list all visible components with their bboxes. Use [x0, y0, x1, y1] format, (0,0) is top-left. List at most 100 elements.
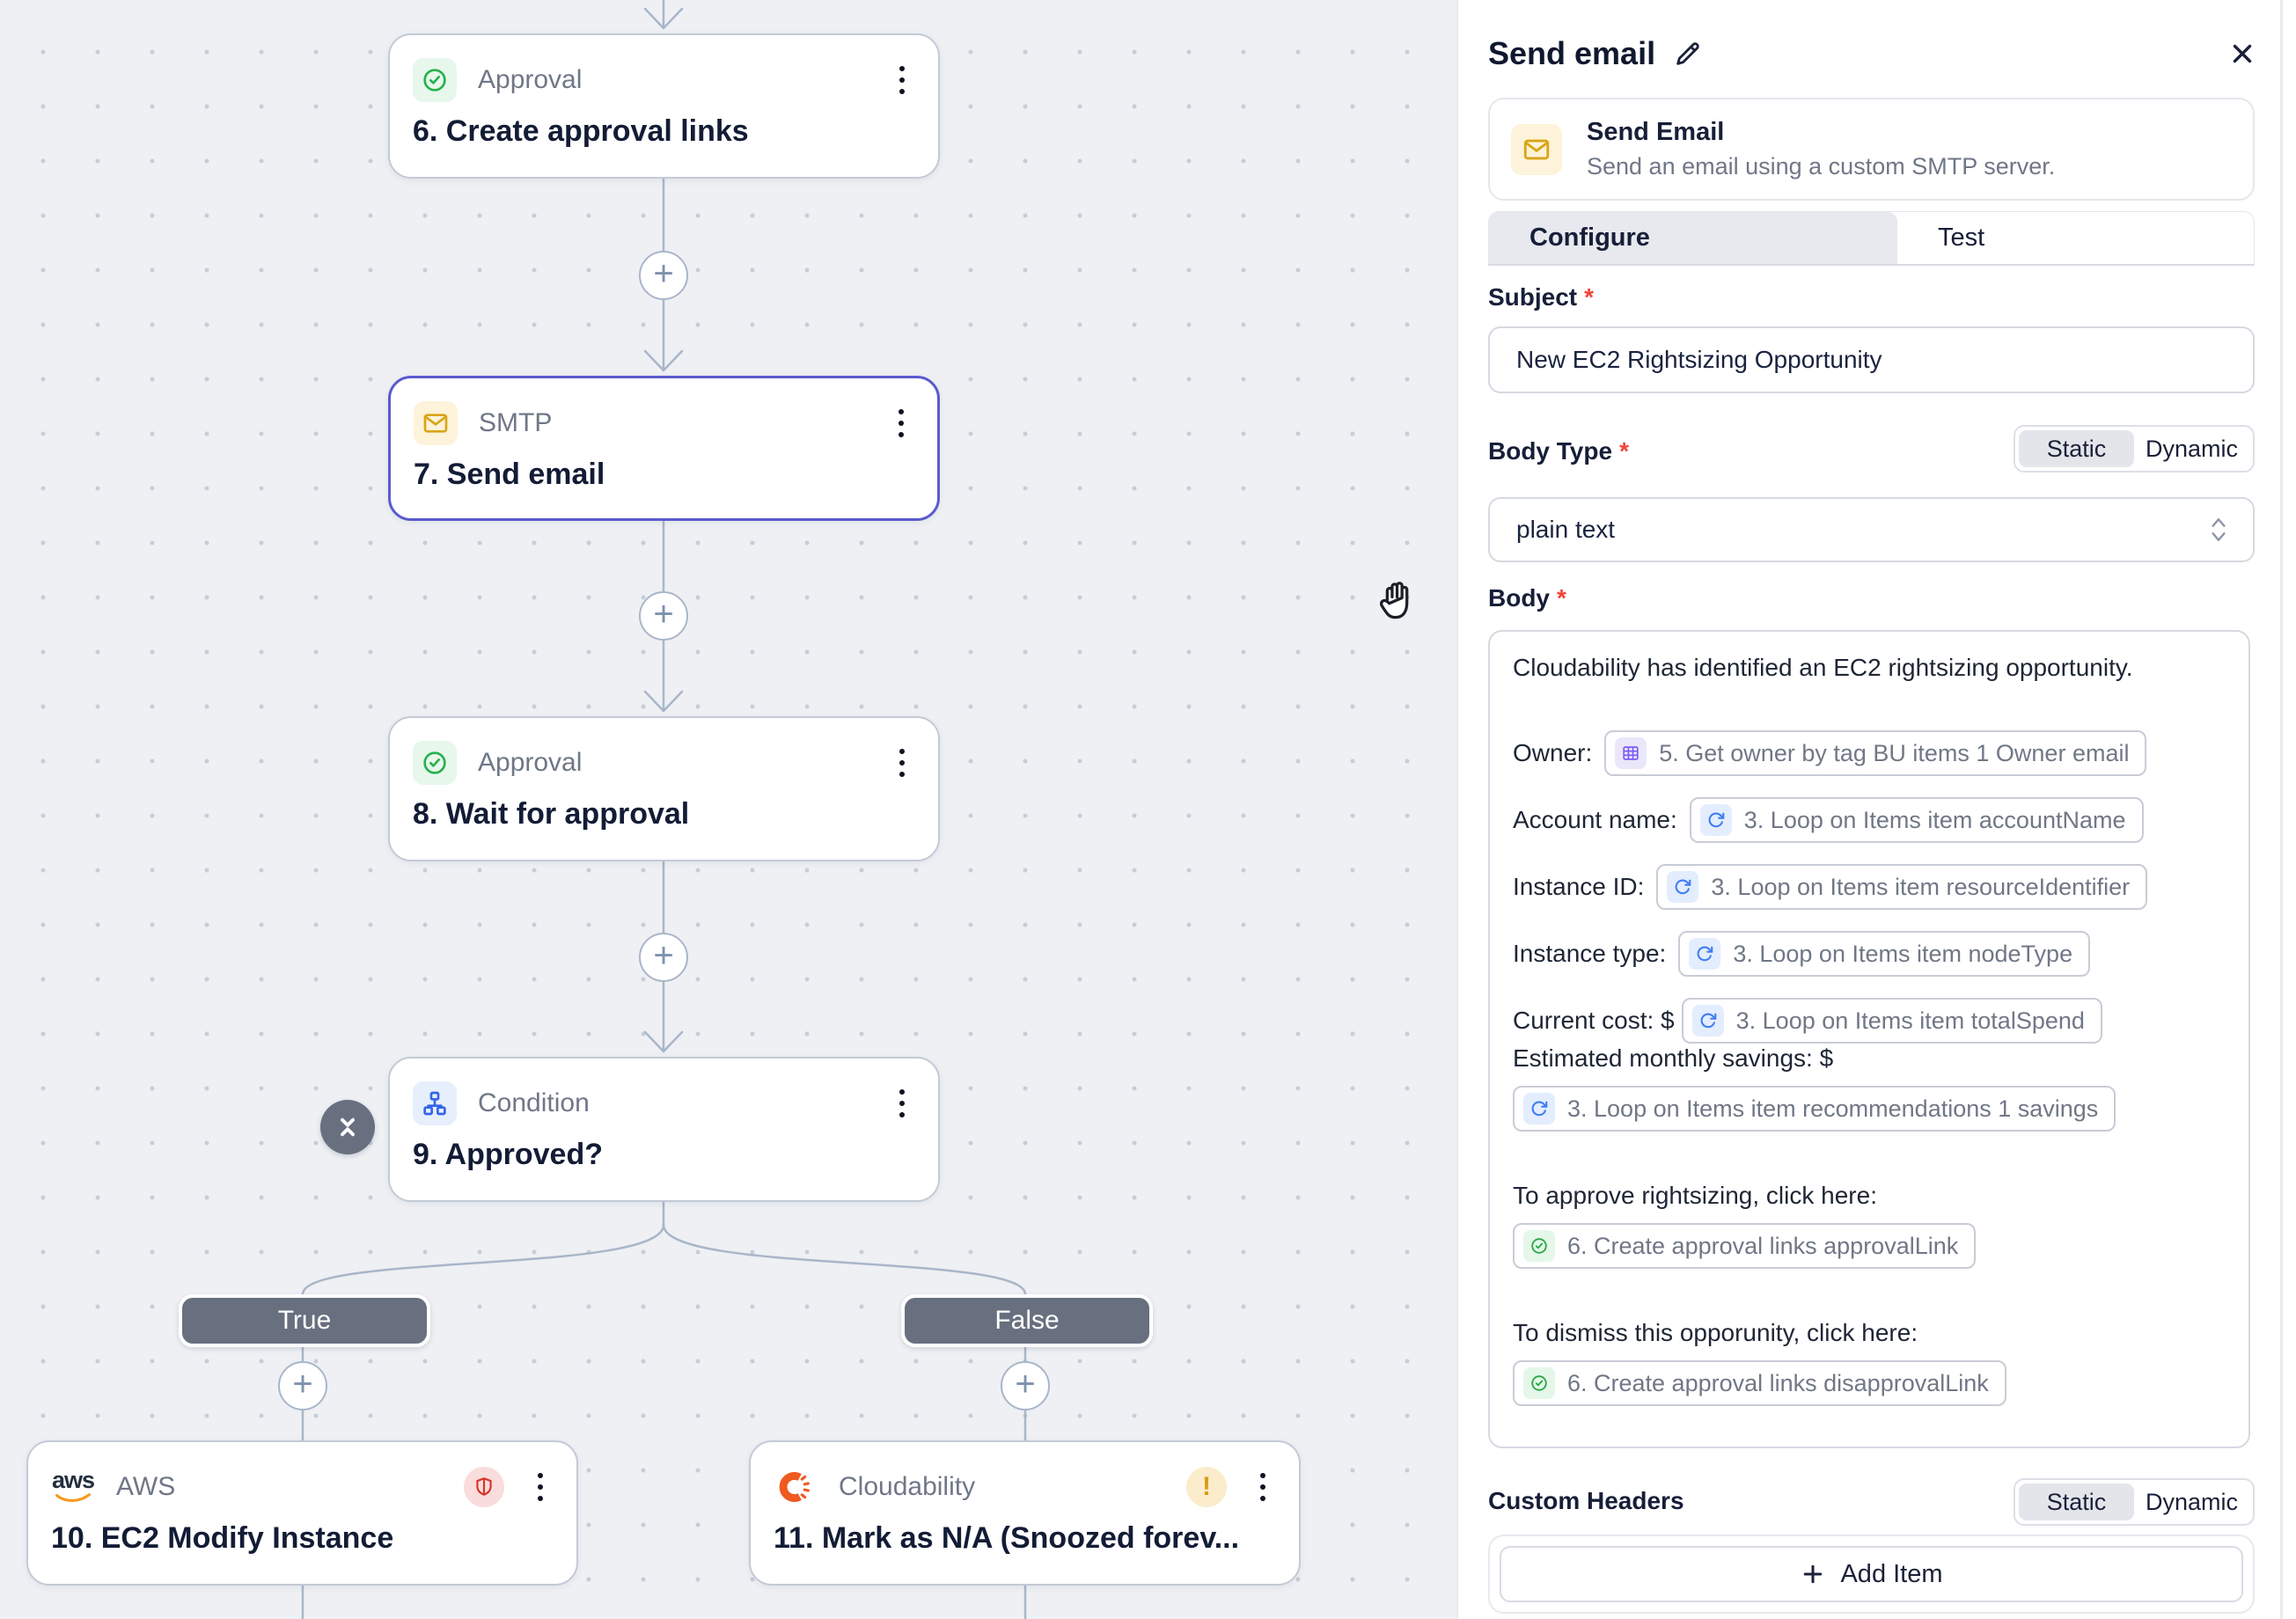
node-ec2-modify-instance[interactable]: aws AWS 10. EC2 Modify Instance: [26, 1440, 578, 1586]
body-field-row: Account name: 3. Loop on Items item acco…: [1513, 797, 2227, 843]
variable-chip[interactable]: 3. Loop on Items item nodeType: [1678, 931, 2091, 977]
loop-icon: [1523, 1093, 1555, 1125]
aws-logo: aws: [51, 1465, 95, 1509]
custom-headers-toggle: Static Dynamic: [2014, 1478, 2255, 1526]
kebab-menu-icon[interactable]: [527, 1468, 554, 1506]
workflow-canvas[interactable]: Approval 6. Create approval links SMTP 7…: [0, 0, 1456, 1619]
subject-value: New EC2 Rightsizing Opportunity: [1516, 346, 1882, 373]
add-step-button[interactable]: [1001, 1361, 1050, 1410]
subject-label: Subject*: [1488, 283, 1595, 311]
branch-true-label: True: [277, 1306, 332, 1335]
panel-scrollbar[interactable]: [2280, 0, 2283, 1619]
kebab-menu-icon[interactable]: [1250, 1468, 1276, 1506]
integration-card: Send Email Send an email using a custom …: [1488, 98, 2255, 201]
condition-icon: [413, 1081, 457, 1125]
variable-chip[interactable]: 3. Loop on Items item resourceIdentifier: [1656, 864, 2148, 910]
approval-check-icon: [413, 741, 457, 785]
collapse-branch-button[interactable]: [320, 1100, 375, 1154]
variable-chip[interactable]: 6. Create approval links approvalLink: [1513, 1223, 1977, 1269]
add-item-button[interactable]: Add Item: [1500, 1546, 2243, 1602]
close-icon[interactable]: [2227, 39, 2257, 69]
panel-tabs: Configure Test: [1488, 211, 2255, 266]
node-send-email[interactable]: SMTP 7. Send email: [388, 376, 940, 521]
step-config-panel: Send email Send Email Send an email usin…: [1456, 0, 2296, 1619]
chip-text: 3. Loop on Items item recommendations 1 …: [1567, 1095, 2099, 1122]
chip-text: 5. Get owner by tag BU items 1 Owner ema…: [1659, 739, 2130, 766]
collapse-vertical-icon: [341, 1117, 355, 1137]
field-label: Instance type:: [1513, 940, 1667, 967]
node-type-label: Approval: [478, 65, 583, 94]
variable-chip[interactable]: 3. Loop on Items item accountName: [1689, 797, 2144, 843]
body-type-static-option[interactable]: Static: [2019, 430, 2134, 467]
add-step-button[interactable]: [639, 591, 688, 641]
tab-configure[interactable]: Configure: [1489, 212, 1897, 264]
chip-text: 3. Loop on Items item resourceIdentifier: [1711, 873, 2131, 900]
envelope-icon: [414, 401, 458, 445]
field-label: Instance ID:: [1513, 873, 1645, 900]
edit-pencil-icon[interactable]: [1673, 39, 1703, 69]
chevron-up-down-icon: [2212, 518, 2226, 541]
node-title: 6. Create approval links: [413, 114, 749, 148]
variable-chip[interactable]: 6. Create approval links disapprovalLink: [1513, 1360, 2006, 1406]
variable-chip[interactable]: 3. Loop on Items item recommendations 1 …: [1513, 1086, 2116, 1132]
kebab-menu-icon[interactable]: [889, 1084, 915, 1123]
node-title: 11. Mark as N/A (Snoozed forev...: [774, 1521, 1240, 1555]
kebab-menu-icon[interactable]: [889, 744, 915, 782]
loop-icon: [1689, 938, 1721, 970]
field-label: Account name:: [1513, 806, 1677, 833]
kebab-menu-icon[interactable]: [889, 61, 915, 99]
body-type-label: Body Type*: [1488, 437, 1629, 465]
branch-true-badge: True: [179, 1294, 430, 1347]
body-format-value: plain text: [1516, 516, 1616, 543]
node-create-approval-links[interactable]: Approval 6. Create approval links: [388, 33, 940, 179]
dismiss-label: To dismiss this opporunity, click here:: [1513, 1319, 1918, 1346]
warning-icon: [1186, 1467, 1227, 1507]
custom-headers-static-option[interactable]: Static: [2019, 1483, 2134, 1520]
add-step-button[interactable]: [639, 251, 688, 300]
body-label: Body*: [1488, 584, 1566, 612]
chip-text: 6. Create approval links disapprovalLink: [1567, 1369, 1989, 1396]
variable-chip[interactable]: 5. Get owner by tag BU items 1 Owner ema…: [1604, 730, 2147, 776]
body-field-row: Instance type: 3. Loop on Items item nod…: [1513, 931, 2227, 977]
variable-chip[interactable]: 3. Loop on Items item totalSpend: [1681, 998, 2102, 1044]
branch-false-label: False: [994, 1306, 1060, 1335]
body-type-toggle: Static Dynamic: [2014, 425, 2255, 473]
chip-text: 3. Loop on Items item nodeType: [1733, 940, 2073, 967]
node-approved-condition[interactable]: Condition 9. Approved?: [388, 1057, 940, 1202]
field-label: Current cost: $: [1513, 1007, 1675, 1034]
node-type-label: AWS: [116, 1472, 176, 1501]
field-label: Owner:: [1513, 739, 1593, 766]
add-step-button[interactable]: [639, 933, 688, 982]
approve-label: To approve rightsizing, click here:: [1513, 1182, 1877, 1209]
savings-label: Estimated monthly savings: $: [1513, 1044, 1834, 1072]
node-wait-for-approval[interactable]: Approval 8. Wait for approval: [388, 716, 940, 861]
body-intro-text: Cloudability has identified an EC2 right…: [1513, 654, 2133, 681]
plus-icon: [1804, 1564, 1823, 1584]
required-asterisk: *: [1557, 584, 1566, 612]
add-item-label: Add Item: [1840, 1559, 1943, 1588]
branch-false-badge: False: [901, 1294, 1153, 1347]
body-type-dynamic-option[interactable]: Dynamic: [2145, 435, 2239, 462]
body-field-row: Current cost: $ 3. Loop on Items item to…: [1513, 998, 2227, 1044]
tab-test[interactable]: Test: [1938, 223, 1985, 252]
chip-text: 3. Loop on Items item accountName: [1743, 806, 2126, 833]
required-asterisk: *: [1584, 283, 1595, 311]
body-format-select[interactable]: plain text: [1488, 497, 2255, 562]
table-icon: [1615, 737, 1647, 769]
required-asterisk: *: [1619, 437, 1629, 465]
cloudability-logo: [774, 1465, 818, 1509]
subject-input[interactable]: New EC2 Rightsizing Opportunity: [1488, 326, 2255, 393]
body-editor[interactable]: Cloudability has identified an EC2 right…: [1488, 630, 2250, 1448]
loop-icon: [1699, 804, 1732, 836]
body-field-row: Instance ID: 3. Loop on Items item resou…: [1513, 864, 2227, 910]
node-mark-as-na[interactable]: Cloudability 11. Mark as N/A (Snoozed fo…: [749, 1440, 1301, 1586]
node-title: 10. EC2 Modify Instance: [51, 1521, 394, 1555]
integration-name: Send Email: [1587, 118, 1725, 146]
approval-check-icon: [413, 58, 457, 102]
body-field-row: Owner: 5. Get owner by tag BU items 1 Ow…: [1513, 730, 2227, 776]
integration-description: Send an email using a custom SMTP server…: [1587, 153, 2056, 179]
custom-headers-dynamic-option[interactable]: Dynamic: [2145, 1488, 2239, 1515]
add-step-button[interactable]: [278, 1361, 327, 1410]
node-title: 9. Approved?: [413, 1138, 603, 1171]
kebab-menu-icon[interactable]: [888, 404, 914, 443]
